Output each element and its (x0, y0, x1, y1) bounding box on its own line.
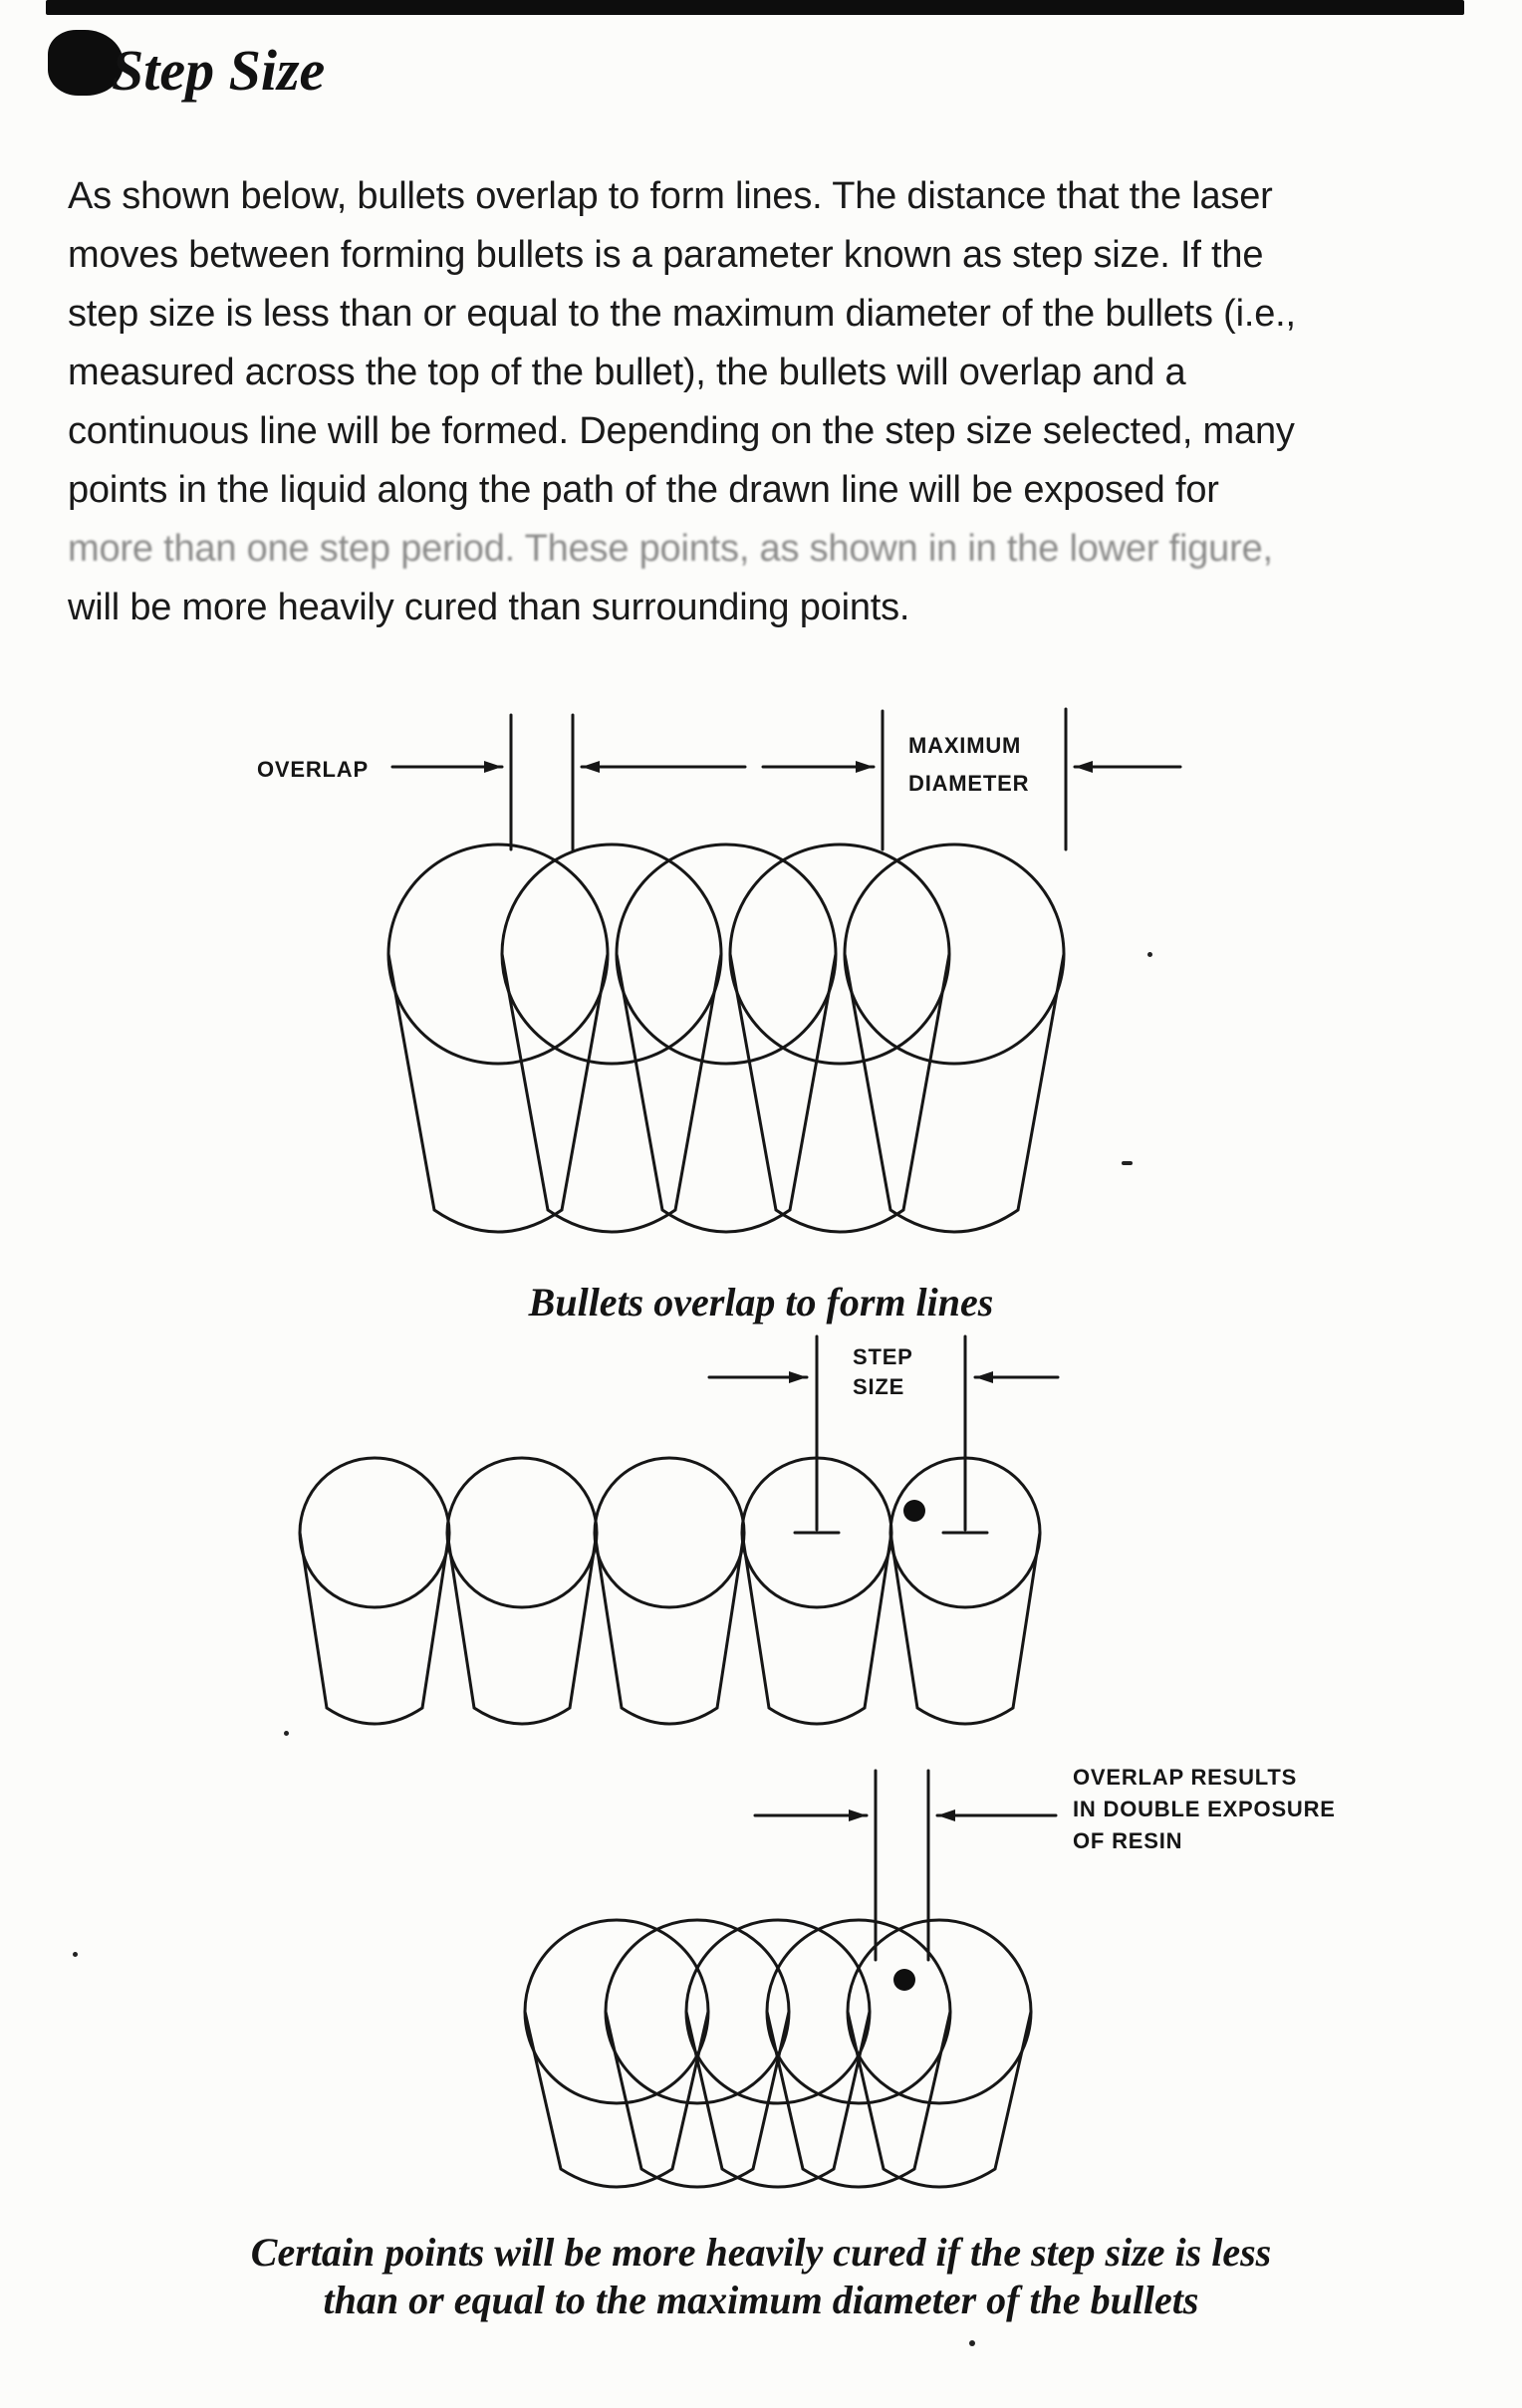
bullet-top-circle (765, 1918, 952, 2105)
scan-artifact-blob (48, 30, 124, 96)
bullet-top-circle (386, 843, 610, 1066)
bullets-group (386, 843, 1066, 1234)
figure-bullets-overlap: OVERLAP MAXIMUM DIAMETER (257, 707, 1182, 1234)
scan-speck (73, 1952, 78, 1957)
paragraph-line: continuous line will be formed. Dependin… (68, 410, 1295, 452)
bullet-body (846, 2010, 1033, 2189)
bullets-group (523, 1918, 1033, 2189)
bullet-top-circle (604, 1918, 791, 2105)
step-size-label-line1: STEP (853, 1344, 913, 1369)
bullet-top-circle (500, 843, 723, 1066)
bullet-body (740, 1531, 893, 1726)
scan-speck (284, 1731, 289, 1736)
figure-step-size: STEP SIZE (298, 1334, 1060, 1726)
paragraph-line: will be more heavily cured than surround… (68, 587, 910, 628)
overlap-results-label-line3: OF RESIN (1073, 1828, 1182, 1853)
bullet-body (500, 952, 723, 1234)
step-size-label-line2: SIZE (853, 1374, 904, 1399)
page-title: Step Size (112, 38, 326, 103)
maximum-diameter-label-line2: DIAMETER (908, 771, 1029, 796)
bullet-top-circle (593, 1456, 746, 1609)
body-paragraph: As shown below, bullets overlap to form … (68, 167, 1296, 637)
bullet-top-circle (684, 1918, 872, 2105)
bullet-body (615, 952, 838, 1234)
bullet-body (298, 1531, 451, 1726)
overlap-label: OVERLAP (257, 757, 369, 782)
overlap-results-label-line1: OVERLAP RESULTS (1073, 1765, 1297, 1790)
double-exposure-dot (903, 1500, 925, 1522)
bullet-body (445, 1531, 599, 1726)
bullet-body (728, 952, 951, 1234)
bullet-top-circle (445, 1456, 599, 1609)
paragraph-line-faded: more than one step period. These points,… (68, 528, 1273, 570)
scan-speck (1122, 1161, 1133, 1165)
paragraph-line: measured across the top of the bullet), … (68, 352, 1186, 393)
figure3-caption-line1: Certain points will be more heavily cure… (250, 2230, 1272, 2275)
bullet-body (888, 1531, 1042, 1726)
bullet-body (386, 952, 610, 1234)
bullet-top-circle (846, 1918, 1033, 2105)
paragraph-line: As shown below, bullets overlap to form … (68, 175, 1273, 217)
figure1-caption: Bullets overlap to form lines (528, 1280, 994, 1324)
bullets-group (298, 1456, 1042, 1726)
paragraph-line: moves between forming bullets is a param… (68, 234, 1264, 276)
double-exposure-dot (893, 1969, 915, 1991)
bullet-body (684, 2010, 872, 2189)
overlap-results-label-line2: IN DOUBLE EXPOSURE (1073, 1797, 1336, 1821)
scan-artifact-top-bar (46, 0, 1464, 15)
bullet-top-circle (728, 843, 951, 1066)
bullet-body (604, 2010, 791, 2189)
scan-speck (1147, 952, 1152, 957)
bullet-top-circle (298, 1456, 451, 1609)
bullet-top-circle (615, 843, 838, 1066)
bullet-body (593, 1531, 746, 1726)
maximum-diameter-label-line1: MAXIMUM (908, 733, 1021, 758)
bullet-body (523, 2010, 710, 2189)
bullet-top-circle (523, 1918, 710, 2105)
paragraph-line: points in the liquid along the path of t… (68, 469, 1219, 511)
paragraph-line: step size is less than or equal to the m… (68, 293, 1296, 335)
scan-speck (969, 2340, 975, 2346)
figure3-caption: Certain points will be more heavily cure… (0, 2229, 1522, 2324)
figure3-caption-line2: than or equal to the maximum diameter of… (323, 2278, 1199, 2322)
bullet-body (843, 952, 1066, 1234)
figure-double-exposure: OVERLAP RESULTS IN DOUBLE EXPOSURE OF RE… (523, 1765, 1336, 2189)
bullet-body (765, 2010, 952, 2189)
bullet-top-circle (843, 843, 1066, 1066)
